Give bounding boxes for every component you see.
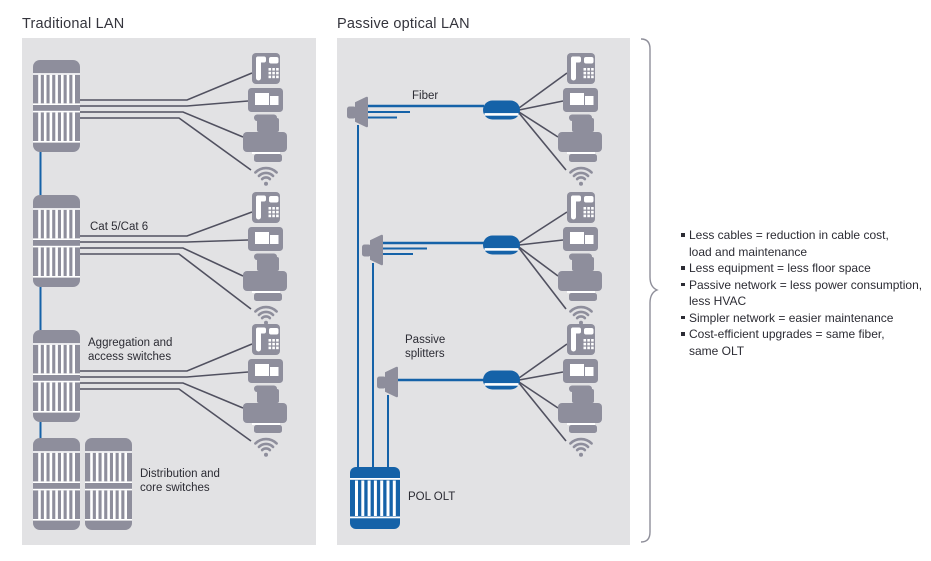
core-switches-label: Distribution and core switches <box>140 468 220 494</box>
passive-splitters-label: Passive splitters <box>405 334 446 360</box>
cabling-label: Cat 5/Cat 6 <box>90 221 149 233</box>
passive-optical-lan-panel <box>337 38 630 545</box>
benefit-item: Simpler network = easier maintenance <box>672 310 924 327</box>
fiber-label: Fiber <box>412 90 439 102</box>
benefit-item: Less equipment = less floor space <box>672 260 924 277</box>
benefits-list: Less cables = reduction in cable cost, l… <box>672 227 924 359</box>
benefit-item: Passive network = less power consumption… <box>672 277 924 310</box>
traditional-lan-title: Traditional LAN <box>22 16 125 32</box>
benefit-item: Cost-efficient upgrades = same fiber, sa… <box>672 326 924 359</box>
access-switches-label: Aggregation and access switches <box>88 337 173 363</box>
brace-bracket <box>640 38 659 543</box>
pol-olt-label: POL OLT <box>408 491 456 503</box>
passive-optical-lan-title: Passive optical LAN <box>337 16 470 32</box>
benefit-item: Less cables = reduction in cable cost, l… <box>672 227 924 260</box>
